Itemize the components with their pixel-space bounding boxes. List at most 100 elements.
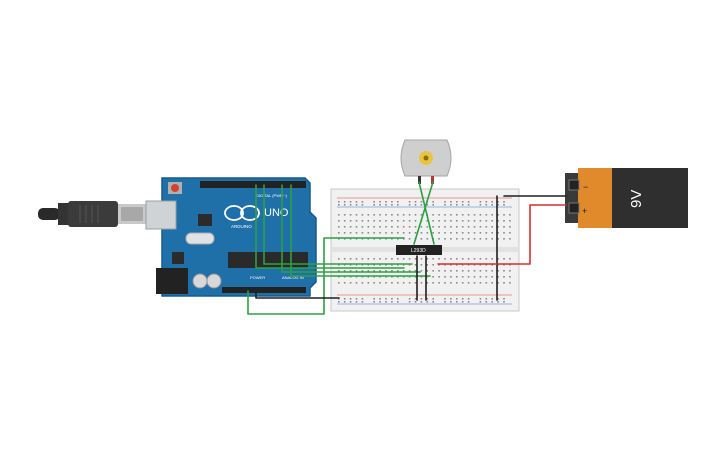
breadboard-hole[interactable] [479, 258, 482, 260]
breadboard-hole[interactable] [450, 201, 452, 203]
breadboard-hole[interactable] [432, 282, 434, 284]
breadboard-hole[interactable] [343, 226, 346, 228]
breadboard-hole[interactable] [444, 282, 446, 284]
breadboard-hole[interactable] [461, 276, 464, 278]
battery-9v-icon[interactable]: − + 9V [565, 168, 688, 228]
power-header[interactable] [222, 287, 306, 293]
breadboard-hole[interactable] [432, 270, 434, 272]
breadboard-hole[interactable] [426, 258, 429, 260]
breadboard-hole[interactable] [503, 232, 505, 234]
breadboard-hole[interactable] [338, 301, 340, 303]
breadboard-hole[interactable] [485, 204, 488, 206]
breadboard-hole[interactable] [461, 282, 464, 284]
breadboard-hole[interactable] [450, 282, 452, 284]
breadboard-hole[interactable] [338, 270, 340, 272]
breadboard-hole[interactable] [338, 226, 340, 228]
breadboard-hole[interactable] [343, 298, 346, 300]
breadboard-hole[interactable] [402, 282, 405, 284]
breadboard-hole[interactable] [497, 204, 499, 206]
breadboard-hole[interactable] [461, 258, 464, 260]
breadboard-hole[interactable] [432, 204, 434, 206]
breadboard-hole[interactable] [373, 214, 375, 216]
breadboard-hole[interactable] [432, 201, 434, 203]
breadboard-hole[interactable] [450, 258, 452, 260]
breadboard-hole[interactable] [509, 258, 511, 260]
breadboard-hole[interactable] [485, 301, 488, 303]
breadboard-hole[interactable] [509, 226, 511, 228]
breadboard-hole[interactable] [479, 238, 482, 240]
breadboard-hole[interactable] [373, 232, 375, 234]
breadboard-hole[interactable] [385, 301, 387, 303]
breadboard-hole[interactable] [349, 301, 352, 303]
breadboard-hole[interactable] [444, 298, 446, 300]
breadboard-hole[interactable] [414, 201, 417, 203]
breadboard-hole[interactable] [509, 270, 511, 272]
breadboard-hole[interactable] [420, 204, 423, 206]
breadboard-hole[interactable] [503, 258, 505, 260]
breadboard-hole[interactable] [467, 298, 470, 300]
breadboard-hole[interactable] [343, 270, 346, 272]
breadboard-hole[interactable] [391, 270, 393, 272]
breadboard-hole[interactable] [343, 214, 346, 216]
breadboard-hole[interactable] [414, 204, 417, 206]
breadboard-hole[interactable] [461, 238, 464, 240]
breadboard-hole[interactable] [438, 226, 440, 228]
breadboard-hole[interactable] [391, 204, 393, 206]
breadboard-hole[interactable] [426, 282, 429, 284]
breadboard-hole[interactable] [402, 258, 405, 260]
wire-power[interactable] [437, 204, 567, 265]
breadboard-hole[interactable] [467, 282, 470, 284]
breadboard-hole[interactable] [444, 201, 446, 203]
breadboard-hole[interactable] [343, 282, 346, 284]
breadboard-hole[interactable] [450, 204, 452, 206]
breadboard-hole[interactable] [414, 270, 417, 272]
breadboard-hole[interactable] [391, 298, 393, 300]
breadboard-hole[interactable] [456, 298, 458, 300]
breadboard-hole[interactable] [379, 258, 381, 260]
breadboard-hole[interactable] [450, 301, 452, 303]
breadboard-hole[interactable] [479, 276, 482, 278]
wire-motor-lead[interactable] [418, 181, 435, 245]
wire-signal[interactable] [281, 184, 421, 273]
breadboard-hole[interactable] [491, 226, 493, 228]
breadboard-hole[interactable] [420, 264, 423, 266]
breadboard-hole[interactable] [509, 232, 511, 234]
breadboard-hole[interactable] [450, 232, 452, 234]
breadboard-hole[interactable] [479, 282, 482, 284]
breadboard-hole[interactable] [402, 214, 405, 216]
breadboard-hole[interactable] [420, 214, 423, 216]
breadboard-hole[interactable] [361, 201, 364, 203]
dc-motor-icon[interactable] [400, 139, 452, 184]
breadboard-hole[interactable] [349, 204, 352, 206]
breadboard-hole[interactable] [461, 232, 464, 234]
breadboard-hole[interactable] [391, 301, 393, 303]
breadboard-hole[interactable] [450, 270, 452, 272]
breadboard-hole[interactable] [349, 201, 352, 203]
breadboard-hole[interactable] [385, 270, 387, 272]
breadboard-hole[interactable] [432, 220, 434, 222]
breadboard-hole[interactable] [361, 232, 364, 234]
breadboard-hole[interactable] [497, 232, 499, 234]
breadboard-hole[interactable] [497, 226, 499, 228]
breadboard-hole[interactable] [456, 232, 458, 234]
breadboard-hole[interactable] [467, 238, 470, 240]
breadboard-hole[interactable] [373, 204, 375, 206]
breadboard-hole[interactable] [373, 298, 375, 300]
breadboard-hole[interactable] [426, 270, 429, 272]
breadboard-hole[interactable] [479, 226, 482, 228]
breadboard-hole[interactable] [379, 270, 381, 272]
breadboard-hole[interactable] [426, 232, 429, 234]
breadboard-hole[interactable] [402, 220, 405, 222]
breadboard-hole[interactable] [491, 204, 493, 206]
breadboard-hole[interactable] [361, 270, 364, 272]
breadboard-hole[interactable] [397, 232, 399, 234]
breadboard-hole[interactable] [414, 214, 417, 216]
breadboard-hole[interactable] [503, 298, 505, 300]
breadboard-hole[interactable] [497, 220, 499, 222]
breadboard-hole[interactable] [343, 204, 346, 206]
breadboard-hole[interactable] [461, 214, 464, 216]
breadboard-hole[interactable] [385, 226, 387, 228]
breadboard-hole[interactable] [361, 214, 364, 216]
breadboard-hole[interactable] [456, 201, 458, 203]
breadboard-hole[interactable] [456, 270, 458, 272]
